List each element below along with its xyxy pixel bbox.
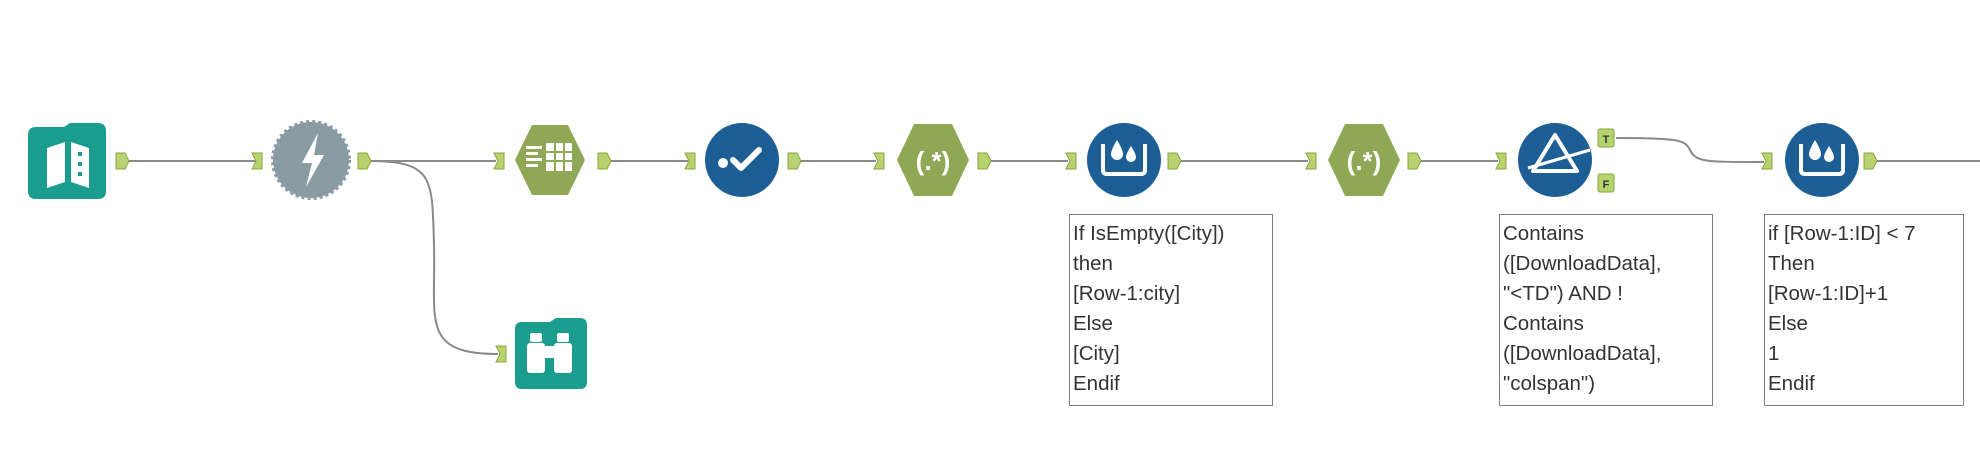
input-data-tool[interactable] [28,123,106,199]
annotation-line: If IsEmpty([City]) [1073,222,1225,245]
annotation-line: Endif [1073,372,1120,395]
annotation-line: "colspan") [1503,372,1596,395]
filter-true-anchor[interactable] [1597,128,1615,148]
select-tool[interactable] [705,123,779,197]
input-anchor-regex2[interactable] [1305,152,1317,170]
beaker-icon [1101,144,1147,176]
lightning-bolt [302,133,324,187]
annotation-line: 1 [1768,342,1780,365]
regex-tool-2[interactable]: (.*) [1328,124,1400,196]
book-input-icon [28,123,106,199]
annotation-line: ([DownloadData], [1503,342,1662,365]
annotation-filter: Contains ([DownloadData], "<TD") AND ! C… [1499,214,1713,406]
output-anchor-select[interactable] [787,152,802,170]
download-tool[interactable] [271,120,351,200]
annotation-line: [Row-1:ID]+1 [1768,282,1889,305]
connections [128,137,1980,355]
multirow-formula-icon [1087,123,1161,197]
book-dot-3 [78,172,82,176]
grid-lines [546,143,572,171]
text-columns-glyph [526,143,572,171]
multi-row-formula-tool-2[interactable] [1785,123,1859,197]
annotation-line: Contains [1503,312,1584,335]
filter-true-label: T [1603,134,1610,146]
connector-filter-true-multirow2[interactable] [1615,137,1764,163]
regex-tool-1[interactable]: (.*) [897,124,969,196]
beaker-icon [1799,144,1845,176]
select-dot [718,158,728,168]
book-dot-2 [78,162,82,166]
annotation-line: Endif [1768,372,1815,395]
regex-hex-icon [897,124,969,196]
input-anchor-download[interactable] [251,152,263,170]
annotation-line: Else [1768,312,1808,335]
text-to-columns-tool[interactable] [515,125,585,195]
book-dot-1 [78,152,82,156]
input-anchor-multirow1[interactable] [1065,152,1077,170]
connector-download-browse[interactable] [369,160,499,355]
drop-left [1809,140,1821,160]
multi-row-formula-tool-1[interactable] [1087,123,1161,197]
input-anchor-filter[interactable] [1495,152,1507,170]
filter-false-anchor[interactable] [1597,173,1615,193]
output-anchor-regex2[interactable] [1407,152,1422,170]
filter-false-label: F [1603,179,1610,191]
output-anchor-download[interactable] [357,152,372,170]
annotation-line: "<TD") AND ! [1503,282,1623,305]
drop-right [1824,146,1834,162]
annotation-multirow-2: if [Row-1:ID] < 7 Then [Row-1:ID]+1 Else… [1764,214,1964,406]
annotation-line: [Row-1:city] [1073,282,1181,305]
input-anchor-browse[interactable] [495,345,507,363]
drop-right [1126,146,1136,162]
select-check-icon [705,123,779,197]
regex-hex-icon [1328,124,1400,196]
annotation-line: [City] [1073,342,1120,365]
input-anchor-multirow2[interactable] [1761,152,1773,170]
annotation-line: Else [1073,312,1113,335]
annotation-line: then [1073,252,1113,275]
annotation-line: ([DownloadData], [1503,252,1662,275]
output-anchor-multirow1[interactable] [1167,152,1182,170]
input-anchor-texttocols[interactable] [493,152,505,170]
output-anchor-regex1[interactable] [977,152,992,170]
multirow-formula-icon [1785,123,1859,197]
output-anchor-multirow2[interactable] [1863,152,1878,170]
input-anchor-regex1[interactable] [873,152,885,170]
output-anchor-input[interactable] [115,152,130,170]
light-ray [1527,148,1591,170]
regex-label-1: (.*) [916,146,951,176]
check-mark [730,147,762,171]
binoculars-glyph [527,333,572,373]
browse-tool[interactable] [515,318,587,389]
annotation-line: if [Row-1:ID] < 7 [1768,222,1916,245]
filter-tool[interactable] [1518,123,1592,197]
annotation-line: Contains [1503,222,1584,245]
annotation-line: Then [1768,252,1815,275]
prism-triangle [1531,133,1579,173]
regex-label-2: (.*) [1347,146,1382,176]
anchors [115,128,1878,363]
annotation-multirow-1: If IsEmpty([City]) then [Row-1:city] Els… [1069,214,1273,406]
input-anchor-select[interactable] [684,152,696,170]
output-anchor-texttocols[interactable] [597,152,612,170]
drop-left [1111,140,1123,160]
